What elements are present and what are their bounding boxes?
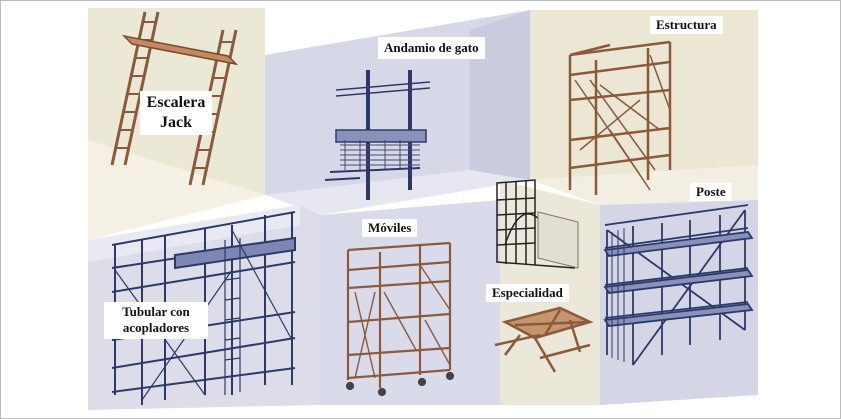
label-tubular-con-acopladores: Tubular con acopladores [104,302,208,339]
label-escalera-jack: Escalera Jack [140,91,212,135]
label-andamio-de-gato: Andamio de gato [378,37,485,59]
label-moviles: Móviles [362,219,417,237]
label-poste: Poste [690,183,732,201]
label-estructura: Estructura [650,16,723,34]
label-especialidad: Especialidad [486,284,569,302]
